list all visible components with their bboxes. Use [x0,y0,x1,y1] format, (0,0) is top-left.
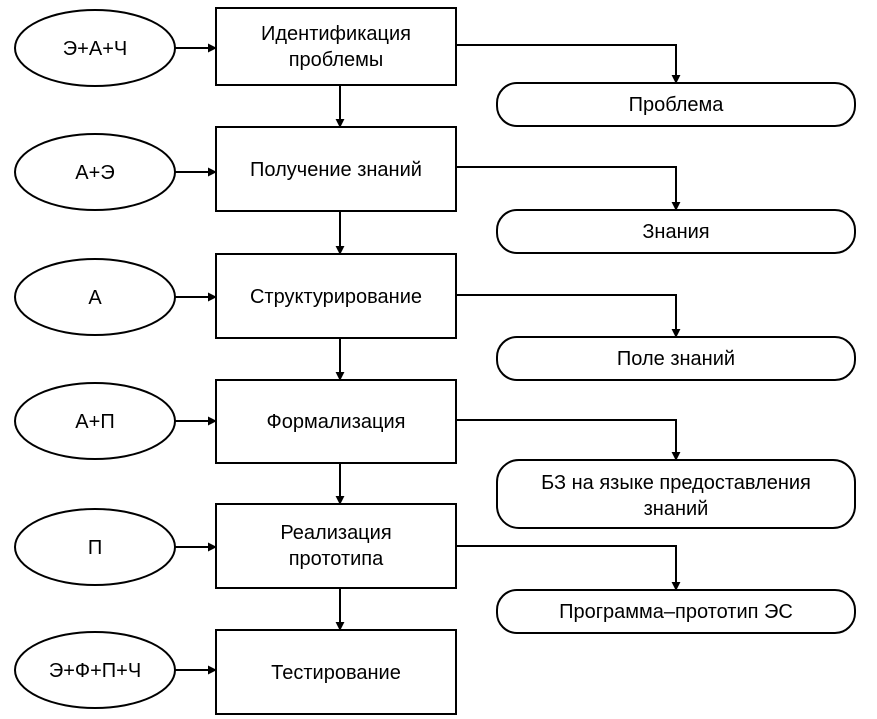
output-2-line-1: Знания [642,221,709,243]
output-3-line-1: Поле знаний [617,348,735,370]
arrow-stage-2-to-output-2 [456,166,681,211]
stage-1: Идентификация проблемы [215,7,457,86]
stage-2-line-1: Получение знаний [250,159,422,181]
output-5: Программа–прототип ЭС [496,589,856,634]
output-3: Поле знаний [496,336,856,381]
stage-2: Получение знаний [215,126,457,212]
output-4: БЗ на языке предоставления знаний [496,459,856,529]
output-1-line-1: Проблема [629,94,725,116]
actor-3-label: А [88,287,102,309]
arrow-stage-1-to-output-1 [456,44,681,84]
actor-4: А+П [14,382,176,460]
actor-4-label: А+П [75,411,114,433]
stage-6: Тестирование [215,629,457,715]
output-1: Проблема [496,82,856,127]
stage-6-line-1: Тестирование [271,662,401,684]
actor-1-label: Э+А+Ч [63,38,127,60]
actor-1: Э+А+Ч [14,9,176,87]
actor-6: Э+Ф+П+Ч [14,631,176,709]
stage-3: Структурирование [215,253,457,339]
arrow-stage-3-to-output-3 [456,294,681,338]
stage-5-line-2: прототипа [289,548,384,570]
actor-5-label: П [88,537,102,559]
stage-1-line-1: Идентификация [261,23,411,45]
arrow-stage-4-to-output-4 [456,419,681,461]
output-4-line-1: БЗ на языке предоставления [541,472,811,494]
actor-2-label: А+Э [75,162,114,184]
stage-4: Формализация [215,379,457,464]
stage-3-line-1: Структурирование [250,286,422,308]
stage-1-line-2: проблемы [289,49,384,71]
arrow-stage-5-to-output-5 [456,545,681,591]
output-2: Знания [496,209,856,254]
actor-6-label: Э+Ф+П+Ч [49,660,141,682]
actor-2: А+Э [14,133,176,211]
stage-4-line-1: Формализация [267,411,406,433]
output-5-line-1: Программа–прототип ЭС [559,601,793,623]
stage-5: Реализация прототипа [215,503,457,589]
actor-3: А [14,258,176,336]
actor-5: П [14,508,176,586]
output-4-line-2: знаний [644,498,709,520]
stage-5-line-1: Реализация [280,522,391,544]
